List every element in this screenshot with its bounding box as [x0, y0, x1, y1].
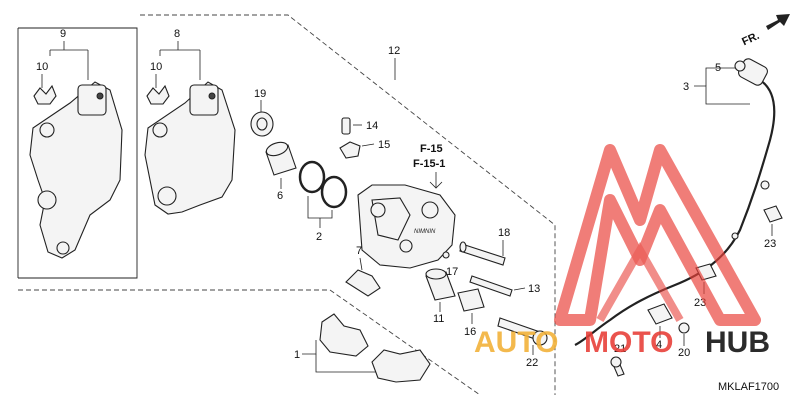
watermark-text: AUTO MOTO HUB: [474, 326, 770, 359]
callout-label-17: 17: [446, 266, 458, 278]
callout-10b: 10: [150, 61, 162, 88]
callout-label-5: 5: [715, 62, 721, 74]
callout-label-20: 20: [678, 347, 690, 359]
pad-spring-10b: [146, 84, 170, 105]
brake-pads-1: 1: [294, 313, 431, 383]
caliper-body: NIMNIN: [357, 184, 456, 269]
caliper-bracket-9: [29, 81, 123, 259]
callout-10a: 10: [36, 61, 48, 88]
callout-label-16: 16: [464, 326, 476, 338]
callout-label-8: 8: [174, 28, 180, 40]
pad-spring-10a: [33, 84, 57, 105]
bleeder-cap-15: 15: [339, 139, 390, 159]
callout-label-23a: 23: [764, 238, 776, 250]
callout-label-3: 3: [683, 81, 689, 93]
callout-label-2: 2: [316, 231, 322, 243]
main-assembly-frame: [18, 14, 556, 396]
callout-label-4: 4: [656, 339, 662, 351]
bolt-20: 20: [678, 322, 690, 359]
hose-bracket-4: 4: [647, 303, 673, 351]
reference-f15-1: F-15-1: [413, 158, 445, 170]
left-assembly-frame: [17, 27, 138, 279]
hose-clamp-23a: 23: [763, 205, 783, 250]
callout-label-21: 21: [614, 343, 626, 355]
callout-label-10a: 10: [36, 61, 48, 73]
slide-pin-13: 13: [469, 275, 540, 297]
watermark-word-hub: HUB: [705, 326, 770, 359]
reference-f15: F-15: [420, 143, 443, 155]
callout-label-15: 15: [378, 139, 390, 151]
diagram-code: MKLAF1700: [718, 381, 779, 393]
pin-boot-11: 11: [425, 268, 456, 325]
bolt-22: 22: [497, 317, 548, 369]
pin-boot-19: 19: [250, 88, 274, 137]
callout-label-7: 7: [356, 245, 362, 257]
sensor-grommet-5: 5: [715, 60, 746, 74]
reference-labels: F-15 F-15-1: [413, 143, 445, 189]
callout-label-22: 22: [526, 357, 538, 369]
callout-8: 8: [159, 28, 201, 80]
watermark-word-auto: AUTO: [474, 326, 558, 359]
pin-clip-17: 17: [442, 251, 458, 278]
front-direction-indicator: FR.: [740, 14, 790, 48]
caliper-piston-6: 6: [265, 141, 297, 202]
callout-label-18: 18: [498, 227, 510, 239]
watermark-word-moto: MOTO: [584, 326, 673, 359]
callout-label-10b: 10: [150, 61, 162, 73]
caliper-bracket-8: [144, 81, 236, 215]
callout-12: 12: [388, 45, 400, 80]
callout-9: 9: [49, 28, 89, 80]
caliper-marking: NIMNIN: [414, 229, 436, 235]
front-arrow-icon: [766, 14, 790, 30]
bleeder-valve-14: 14: [341, 117, 378, 135]
bolt-21: 21: [610, 343, 626, 377]
callout-label-9: 9: [60, 28, 66, 40]
callout-label-1: 1: [294, 349, 300, 361]
sleeve-16: 16: [457, 288, 485, 338]
pad-pin-18: 18: [459, 227, 510, 266]
callout-3: 3: [683, 67, 750, 105]
watermark-logo: [554, 144, 761, 326]
piston-seals-2: 2: [298, 160, 348, 243]
callout-label-14: 14: [366, 120, 378, 132]
callout-label-19: 19: [254, 88, 266, 100]
front-direction-label: FR.: [740, 30, 761, 48]
pad-retainer-7: 7: [345, 245, 381, 297]
callout-label-13: 13: [528, 283, 540, 295]
callout-label-11: 11: [433, 313, 444, 325]
callout-label-6: 6: [277, 190, 283, 202]
callout-label-12: 12: [388, 45, 400, 57]
